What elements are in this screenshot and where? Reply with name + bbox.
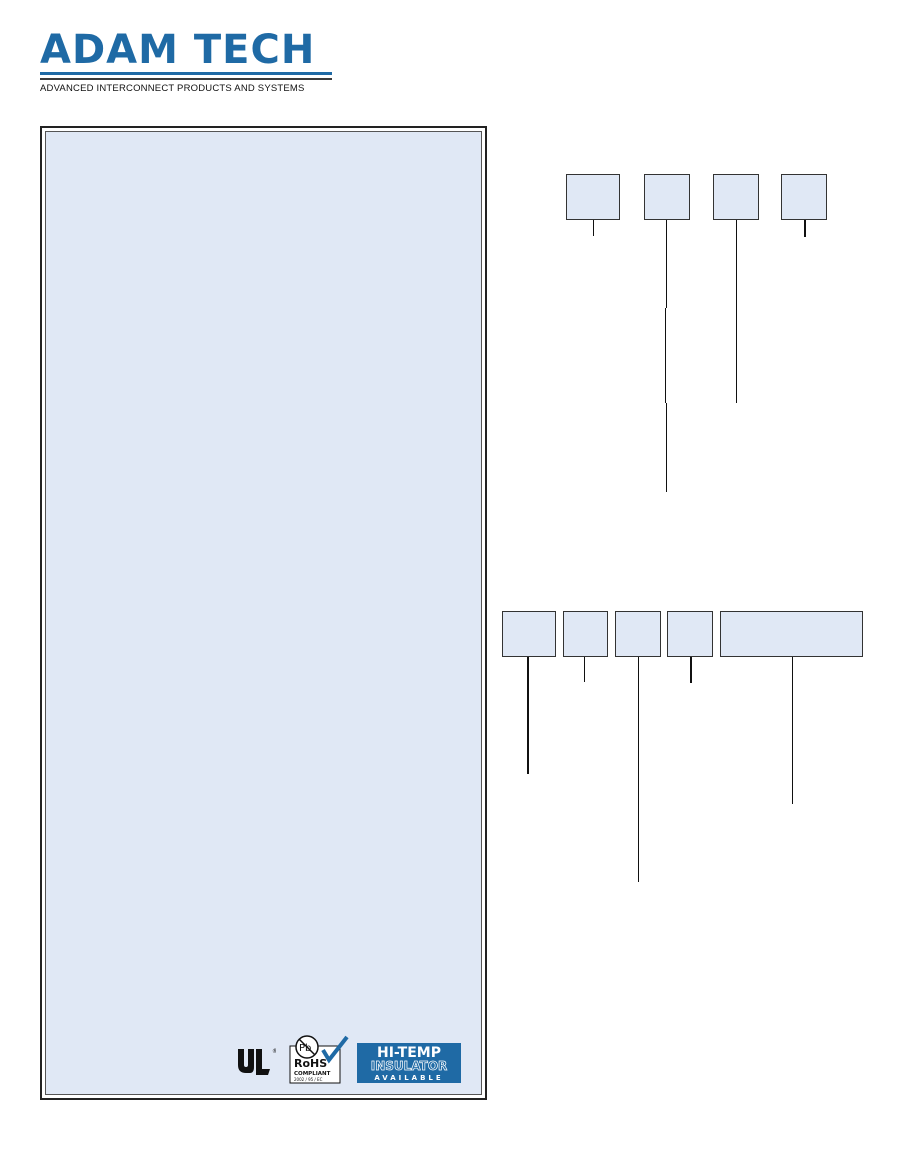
rohs-directive-text: 2002 / 95 / EC — [294, 1077, 323, 1082]
leader-line-4 — [804, 220, 806, 237]
part-code-box-3 — [713, 174, 759, 220]
ordering-leader-4 — [690, 657, 692, 683]
leader-line-3 — [736, 220, 737, 403]
leader-line-1 — [593, 220, 594, 236]
svg-text:®: ® — [272, 1048, 276, 1055]
rohs-pb-text: Pb — [299, 1043, 311, 1054]
ordering-box-1 — [502, 611, 556, 657]
hi-temp-line2: INSULATOR — [371, 1059, 448, 1073]
part-code-box-2 — [644, 174, 690, 220]
rohs-compliant-text: COMPLIANT — [294, 1071, 331, 1077]
ordering-box-2 — [563, 611, 608, 657]
leader-line-2b — [665, 308, 666, 403]
part-code-box-1 — [566, 174, 620, 220]
ordering-box-3 — [615, 611, 661, 657]
spec-panel — [40, 126, 487, 1100]
logo-rule-gray — [40, 78, 332, 80]
rohs-compliant-icon: Pb RoHS COMPLIANT 2002 / 95 / EC — [289, 1034, 351, 1084]
ordering-leader-2 — [584, 657, 585, 682]
leader-line-2c — [666, 403, 667, 492]
logo-rule-blue — [40, 72, 332, 75]
hi-temp-insulator-icon: HI-TEMP INSULATOR AVAILABLE — [357, 1043, 461, 1083]
ordering-leader-3 — [638, 657, 639, 882]
hi-temp-line3: AVAILABLE — [374, 1074, 443, 1082]
rohs-title: RoHS — [294, 1057, 327, 1070]
logo-tagline: ADVANCED INTERCONNECT PRODUCTS AND SYSTE… — [40, 83, 305, 94]
ordering-leader-1 — [527, 657, 529, 774]
ul-recognized-icon: ® — [232, 1045, 278, 1079]
company-logo: ADAM TECH ADVANCED INTERCONNECT PRODUCTS… — [40, 28, 340, 98]
leader-line-2a — [666, 220, 667, 308]
spec-panel-body — [45, 131, 482, 1095]
ordering-leader-5 — [792, 657, 793, 804]
hi-temp-line1: HI-TEMP — [377, 1045, 441, 1061]
ordering-box-5 — [720, 611, 863, 657]
logo-wordmark: ADAM TECH — [40, 27, 316, 73]
part-code-box-4 — [781, 174, 827, 220]
ordering-box-4 — [667, 611, 713, 657]
